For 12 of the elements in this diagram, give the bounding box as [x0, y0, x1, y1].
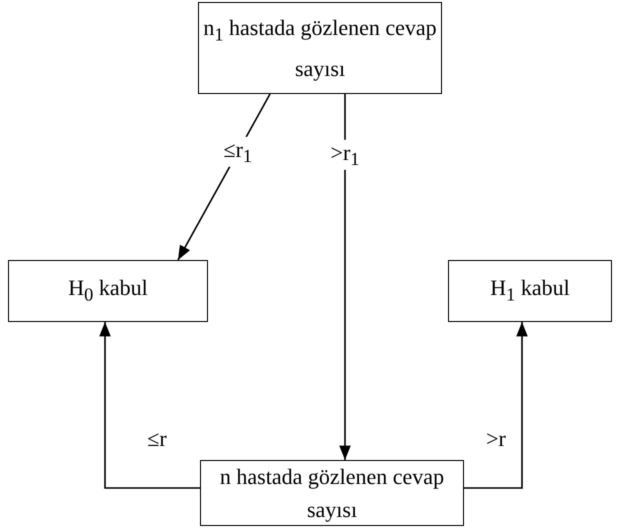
- arrow: [464, 322, 528, 489]
- box-text: n hastada gözlenen cevap sayısı: [218, 463, 446, 524]
- box-text: n$_{1}$ hastada gözlenen cevap sayısı: [202, 14, 438, 83]
- process-box: [448, 260, 612, 322]
- edge-label: >r$_{1}$: [328, 140, 362, 170]
- process-box: [200, 460, 464, 526]
- arrow: [339, 94, 351, 460]
- process-box: [8, 260, 208, 322]
- arrow: [99, 322, 200, 489]
- box-text: H$_{1}$ kabul: [490, 274, 570, 306]
- process-box: [198, 2, 442, 94]
- box-text: H$_{0}$ kabul: [68, 274, 148, 306]
